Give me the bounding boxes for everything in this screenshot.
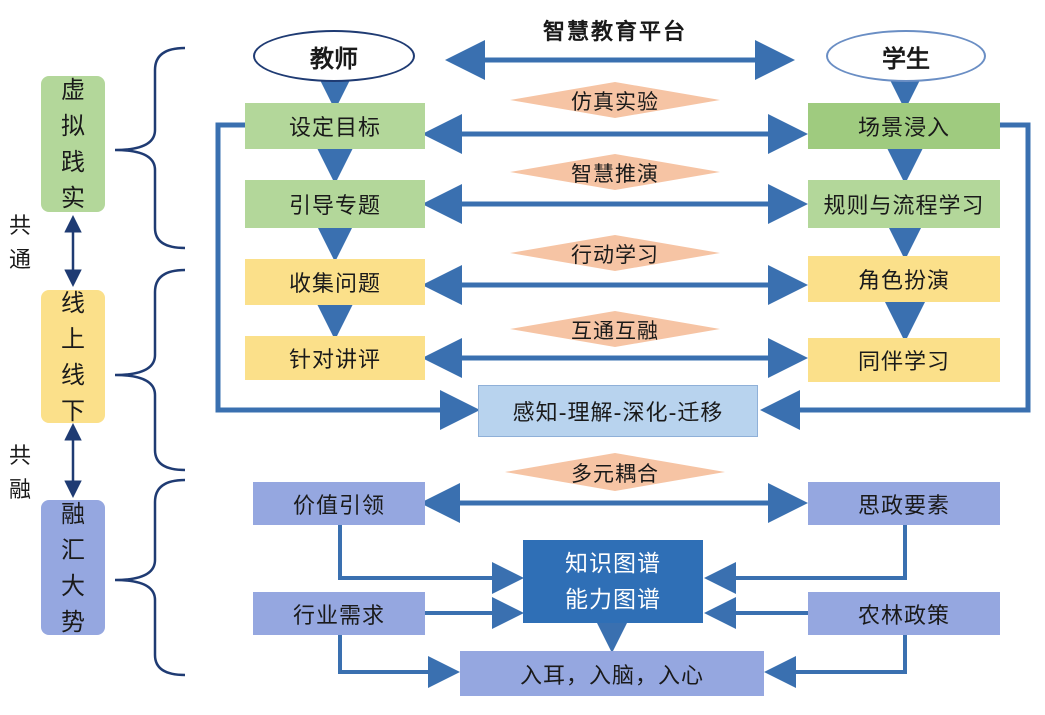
diamond-0 bbox=[510, 82, 720, 118]
teacher-step-set-goal: 设定目标 bbox=[245, 103, 425, 149]
policy-to-outcome bbox=[764, 635, 907, 688]
connector-char: 共 bbox=[9, 214, 32, 239]
core-line-knowledge: 知识图谱 bbox=[565, 550, 661, 577]
stage-char: 虚 bbox=[61, 76, 85, 104]
label-gongtong: 共 通 bbox=[9, 210, 31, 278]
method-smart-deduction: 智慧推演 bbox=[571, 162, 659, 186]
stage-trend: 融 汇 大 势 bbox=[41, 500, 105, 636]
teacher-step-review: 针对讲评 bbox=[245, 336, 425, 380]
student-step-role-play: 角色扮演 bbox=[808, 256, 1000, 302]
label-gongrong: 共 融 bbox=[9, 440, 31, 508]
stage-char: 上 bbox=[61, 324, 85, 353]
method-simulation: 仿真实验 bbox=[571, 90, 659, 114]
stage-char: 势 bbox=[61, 607, 85, 636]
stage-char: 汇 bbox=[61, 535, 85, 564]
agri-forestry-policy: 农林政策 bbox=[808, 592, 1000, 635]
bracket-trend bbox=[114, 478, 186, 677]
bracket-online bbox=[114, 268, 186, 472]
ideology-to-core bbox=[704, 525, 907, 594]
diamond-3 bbox=[510, 311, 720, 347]
method-action-learning: 行动学习 bbox=[571, 243, 659, 267]
student-step-immersion: 场景浸入 bbox=[808, 103, 1000, 149]
loop-left bbox=[215, 122, 480, 430]
outcome: 入耳，入脑，入心 bbox=[460, 651, 764, 696]
industry-needs: 行业需求 bbox=[253, 592, 425, 635]
teacher-step-collect-questions: 收集问题 bbox=[245, 259, 425, 305]
value-to-core bbox=[338, 525, 524, 594]
student-oval: 学生 bbox=[826, 30, 986, 82]
method-interconnect: 互通互融 bbox=[571, 319, 659, 343]
connector-char: 融 bbox=[9, 478, 32, 503]
loop-right bbox=[760, 122, 1031, 430]
stage-char: 下 bbox=[61, 396, 85, 425]
stage-char: 践 bbox=[61, 148, 85, 176]
student-step-rules-learning: 规则与流程学习 bbox=[808, 180, 1000, 228]
ideology-elements: 思政要素 bbox=[808, 482, 1000, 525]
value-lead: 价值引领 bbox=[253, 482, 425, 525]
knowledge-ability-graph: 知识图谱 能力图谱 bbox=[523, 540, 703, 623]
teacher-step-guide-topic: 引导专题 bbox=[245, 180, 425, 228]
stage-char: 线 bbox=[61, 360, 85, 389]
diamond-1 bbox=[510, 154, 720, 190]
cognition-process: 感知-理解-深化-迁移 bbox=[478, 385, 758, 437]
stage-char: 拟 bbox=[61, 112, 85, 140]
stage-char: 大 bbox=[61, 571, 85, 600]
diamond-multi bbox=[505, 453, 725, 491]
teacher-oval: 教师 bbox=[253, 30, 415, 82]
stage-virtual-practice: 虚 拟 践 实 bbox=[41, 76, 105, 212]
stage-online-offline: 线 上 线 下 bbox=[41, 289, 105, 425]
multi-coupling: 多元耦合 bbox=[571, 462, 659, 486]
platform-title: 智慧教育平台 bbox=[543, 20, 688, 45]
diamond-2 bbox=[510, 235, 720, 271]
stage-char: 实 bbox=[61, 184, 85, 212]
bracket-virtual bbox=[114, 46, 186, 250]
stage-char: 线 bbox=[61, 288, 85, 317]
connector-char: 通 bbox=[9, 248, 32, 273]
stage-char: 融 bbox=[61, 499, 85, 528]
student-step-peer-learning: 同伴学习 bbox=[808, 338, 1000, 382]
industry-to-outcome bbox=[338, 635, 460, 688]
core-line-ability: 能力图谱 bbox=[565, 586, 661, 613]
connector-char: 共 bbox=[9, 444, 32, 469]
